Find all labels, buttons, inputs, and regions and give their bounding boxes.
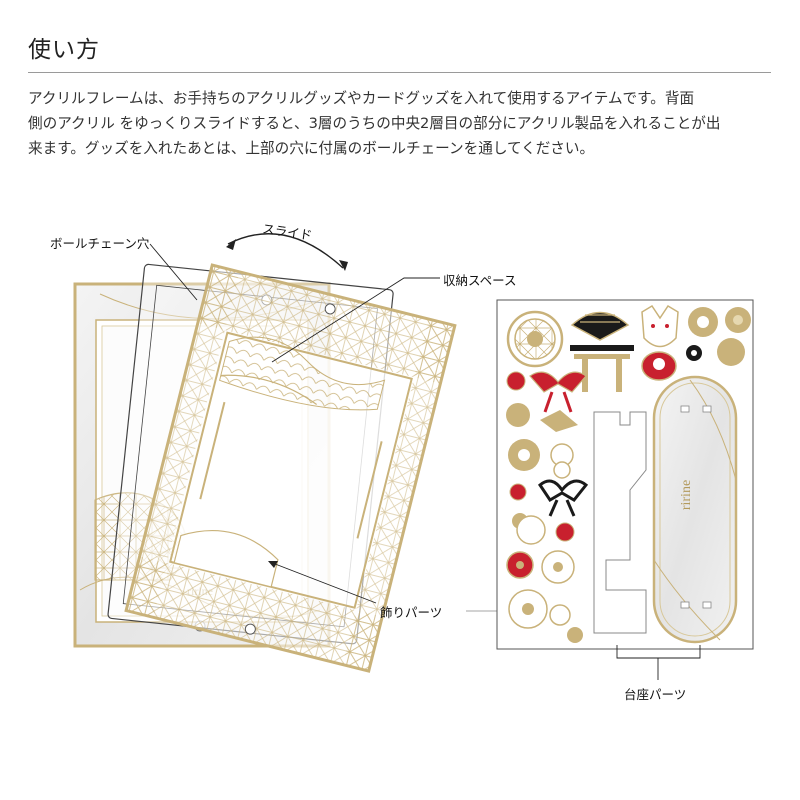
deco-parts-label: 飾りパーツ	[380, 605, 443, 620]
storage-label: 収納スペース	[443, 273, 517, 288]
base-parts-label: 台座パーツ	[624, 687, 687, 702]
description-line-2: 側のアクリル をゆっくりスライドすると、3層のうちの中央2層目の部分にアクリル製…	[28, 115, 721, 132]
chain-hole-label: ボールチェーン穴	[50, 236, 150, 251]
deco-leader	[269, 561, 377, 604]
parts-sheet: ririne	[496, 299, 754, 650]
base-logo: ririne	[679, 480, 694, 510]
description-line-3: 来ます。グッズを入れたあとは、上部の穴に付属のボールチェーンを通してください。	[28, 140, 595, 157]
description: アクリルフレームは、お手持ちのアクリルグッズやカードグッズを入れて使用するアイテ…	[28, 86, 773, 161]
chain-hole-leader	[149, 243, 198, 301]
storage-leader	[271, 277, 440, 363]
page-title: 使い方	[28, 37, 100, 63]
slide-arrow	[227, 233, 344, 269]
base-parts-bracket	[616, 645, 701, 659]
front-frame-layer	[124, 263, 457, 673]
title-divider	[28, 72, 771, 73]
description-line-1: アクリルフレームは、お手持ちのアクリルグッズやカードグッズを入れて使用するアイテ…	[28, 90, 695, 107]
